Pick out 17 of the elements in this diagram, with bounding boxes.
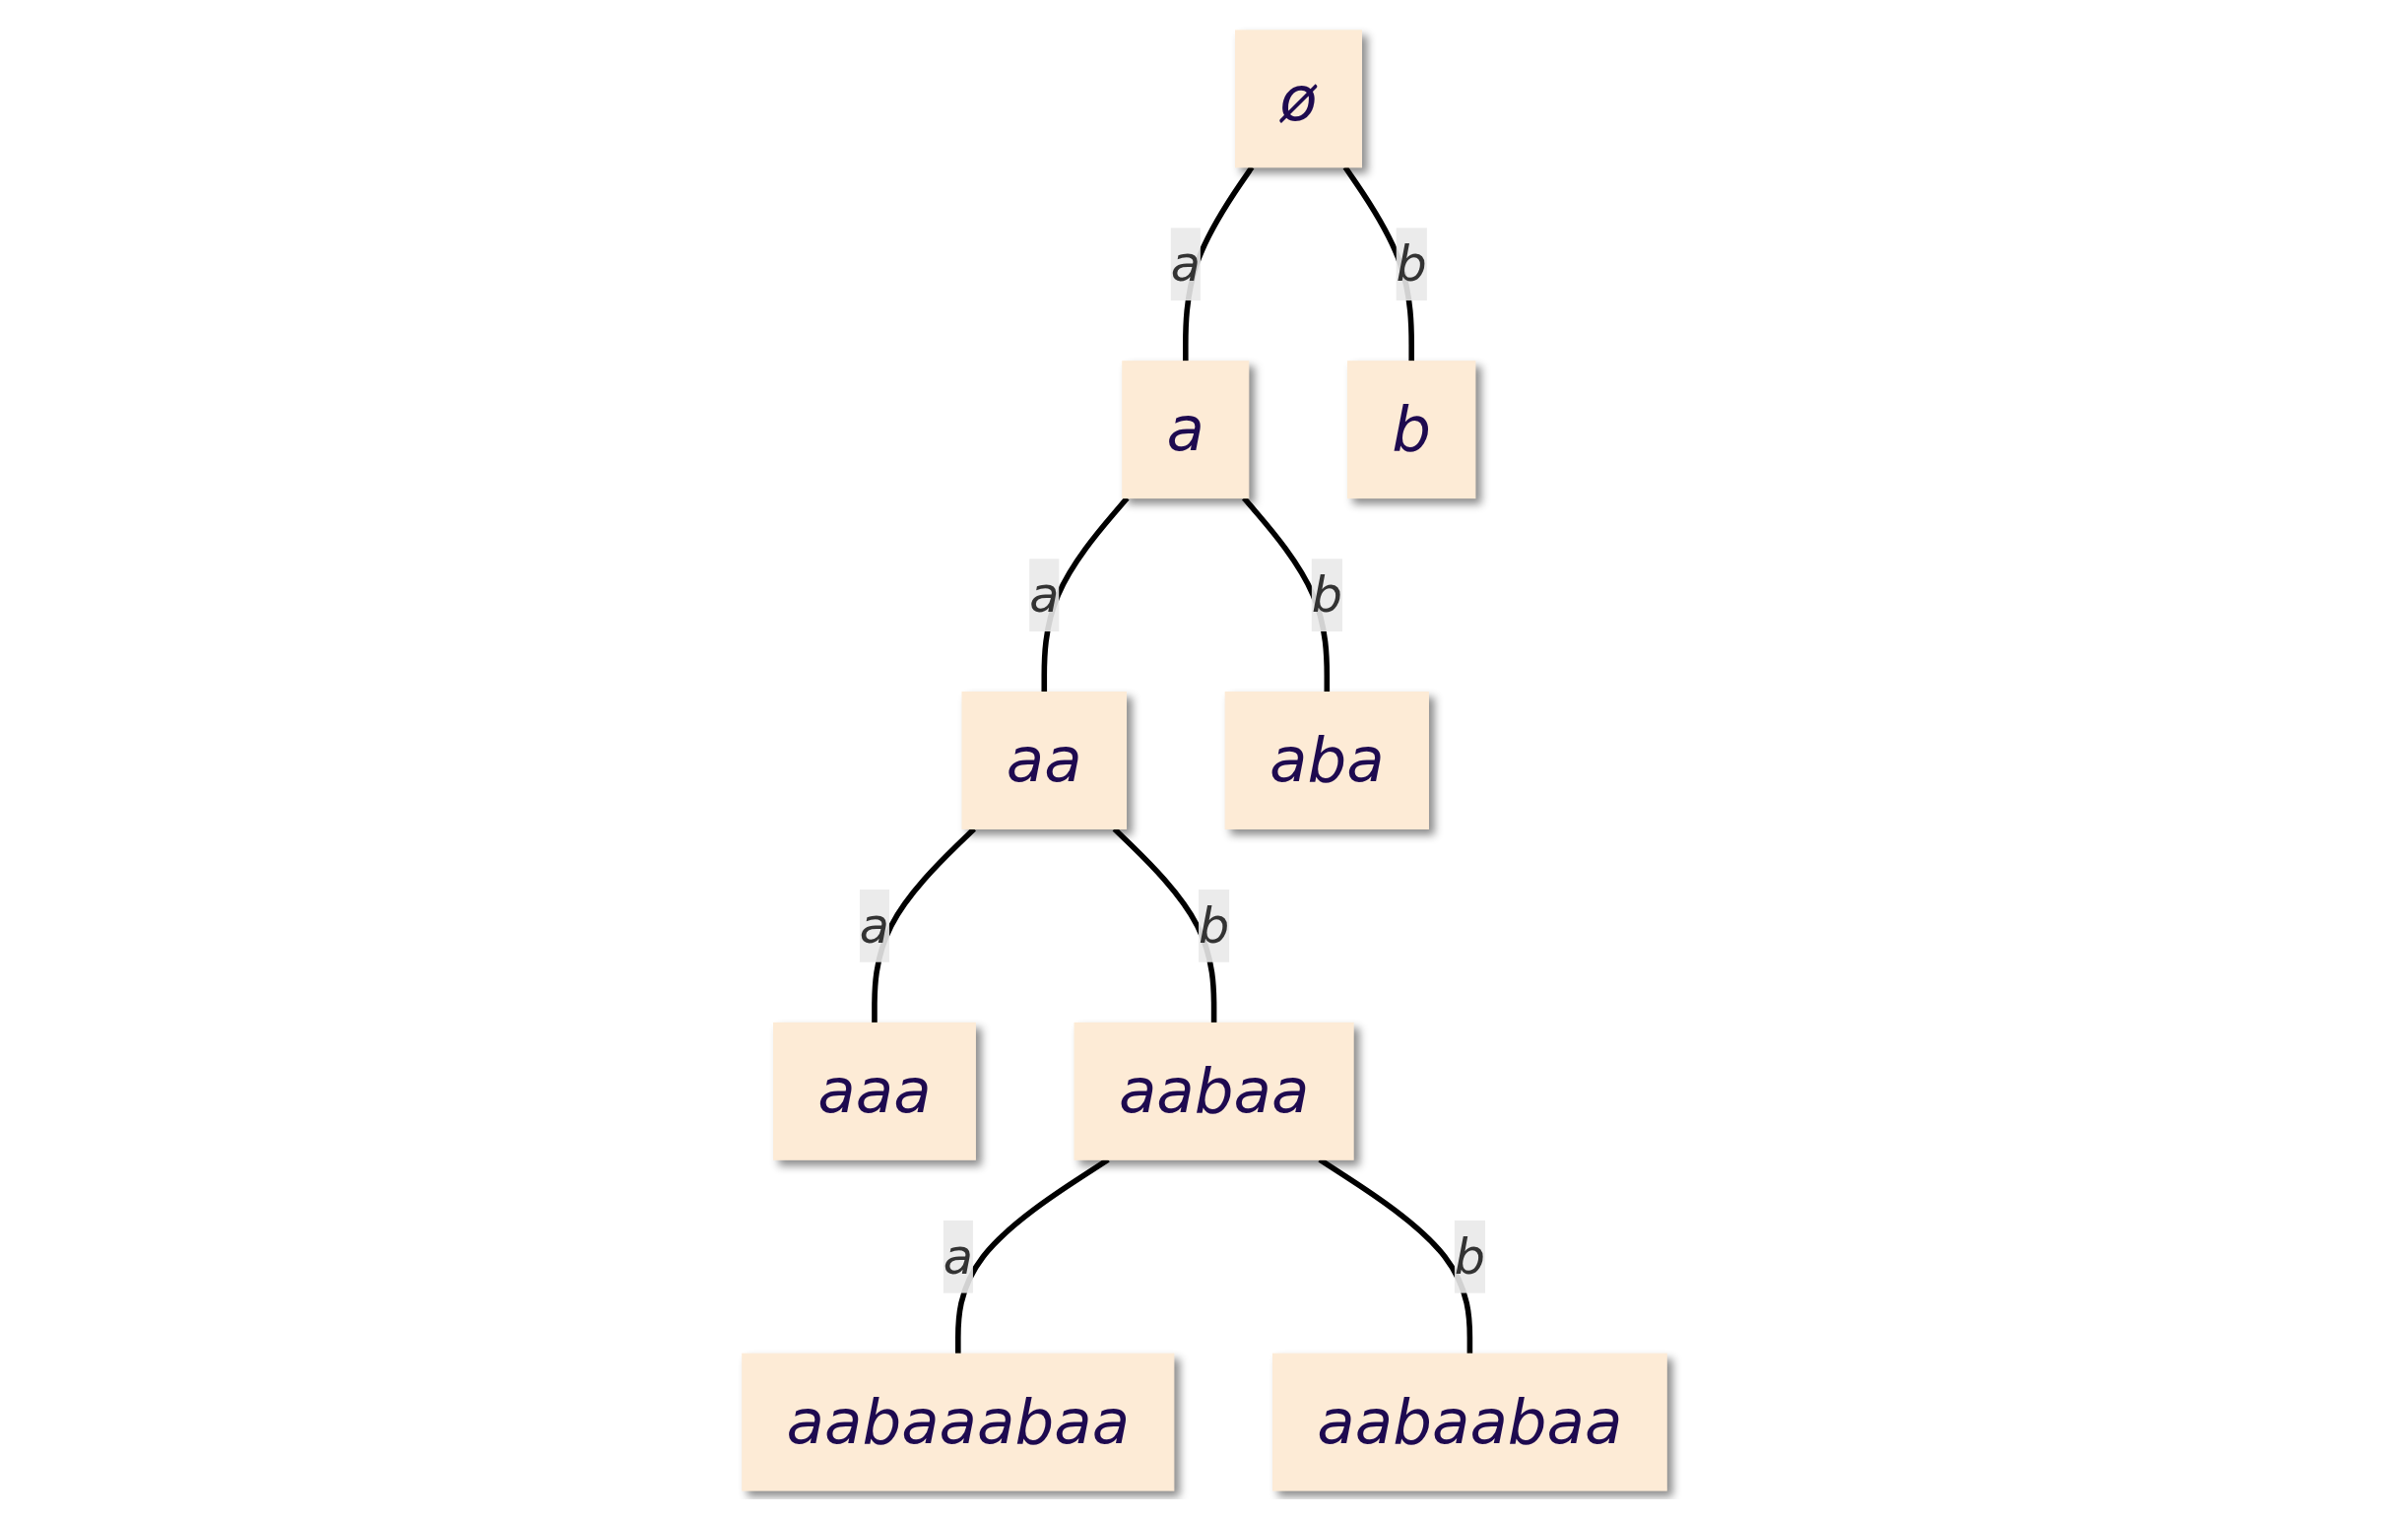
node-box: aa	[961, 691, 1127, 829]
node-box: aaa	[772, 1022, 976, 1160]
node-box: aba	[1224, 691, 1429, 829]
edge-label: a	[1170, 234, 1201, 292]
node-box: aabaabaa	[1271, 1353, 1667, 1491]
node-box: ø	[1234, 29, 1362, 167]
edge-label: b	[1396, 234, 1427, 292]
node-box: a	[1121, 360, 1249, 498]
node-box: aabaaabaa	[741, 1353, 1174, 1491]
edge-label: b	[1311, 565, 1342, 623]
node-box: b	[1346, 360, 1475, 498]
edge-label: a	[1028, 565, 1059, 623]
edge-label: b	[1198, 896, 1229, 954]
edge-label: a	[859, 896, 889, 954]
node-box: aabaa	[1074, 1022, 1354, 1160]
edge-label: a	[943, 1227, 973, 1285]
edge-label: b	[1454, 1227, 1485, 1285]
